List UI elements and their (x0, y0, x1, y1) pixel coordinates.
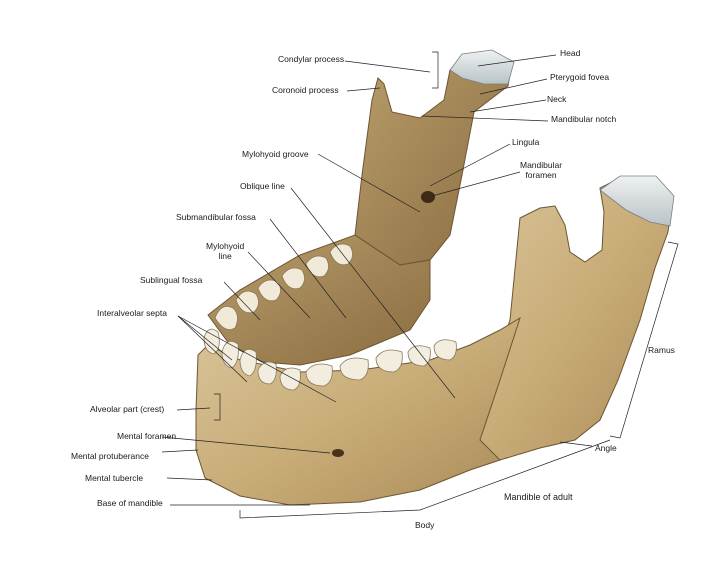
label-neck: Neck (547, 94, 567, 104)
label-mandibular-notch: Mandibular notch (551, 114, 617, 124)
label-mandibular-foramen-line1: Mandibular (520, 160, 563, 170)
label-head: Head (560, 48, 581, 58)
label-coronoid-process: Coronoid process (272, 85, 339, 95)
label-interalveolar-septa: Interalveolar septa (97, 308, 167, 318)
label-ramus: Ramus (648, 345, 675, 355)
label-base-of-mandible: Base of mandible (97, 498, 163, 508)
figure-caption: Mandible of adult (504, 492, 573, 502)
label-mandibular-foramen: Mandibular foramen (520, 160, 563, 181)
label-alveolar-part: Alveolar part (crest) (90, 404, 165, 414)
mental-foramen-hole (332, 449, 344, 457)
mandibular-foramen-hole (421, 191, 435, 203)
label-mental-tubercle: Mental tubercle (85, 473, 144, 483)
near-ramus (469, 177, 673, 461)
label-mental-foramen: Mental foramen (117, 431, 177, 441)
label-mylohyoid-groove: Mylohyoid groove (242, 149, 309, 159)
label-pterygoid-fovea: Pterygoid fovea (550, 72, 610, 82)
label-body: Body (415, 520, 435, 530)
label-mylohyoid-line-line2: line (218, 250, 232, 261)
label-mylohyoid-line: Mylohyoid line (206, 241, 245, 262)
label-submandibular-fossa: Submandibular fossa (176, 212, 256, 222)
label-sublingual-fossa: Sublingual fossa (140, 275, 203, 285)
label-oblique-line: Oblique line (240, 181, 285, 191)
near-teeth (203, 328, 457, 391)
label-mandibular-foramen-line2: foramen (525, 169, 557, 180)
label-lingula: Lingula (512, 137, 540, 147)
label-condylar-process: Condylar process (278, 54, 345, 64)
far-ramus (354, 53, 513, 266)
label-angle: Angle (595, 443, 617, 453)
head-cap-left (449, 49, 515, 85)
leader-lines (161, 51, 679, 519)
label-mylohyoid-line-line1: Mylohyoid (206, 241, 245, 251)
label-mental-protuberance: Mental protuberance (71, 451, 149, 461)
head-cap-right (599, 175, 675, 227)
